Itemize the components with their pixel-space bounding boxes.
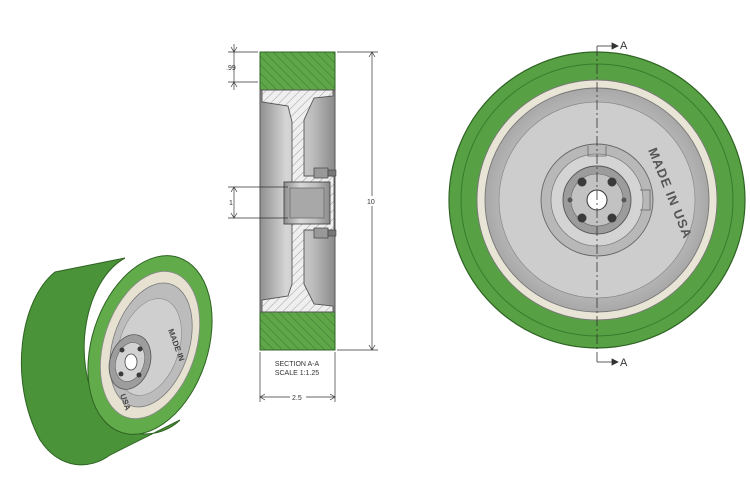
section-scale: SCALE 1:1.25	[275, 370, 319, 377]
dim-bore	[228, 186, 288, 219]
section-tread-top	[259, 51, 336, 91]
front-view: MADE IN USA A A	[448, 40, 746, 369]
section-label-top: A	[620, 40, 628, 52]
bolt-icon	[577, 213, 587, 223]
dim-overall-diameter-label: 10	[367, 199, 375, 206]
section-view: .99 1 10 2.5 SE	[226, 44, 378, 402]
dim-bore-label: 1	[229, 200, 233, 207]
section-tread-bottom	[259, 311, 336, 351]
dim-width-label: 2.5	[292, 395, 302, 402]
dim-tread-thickness-label: .99	[226, 65, 236, 72]
iso-wheel-view: MADE IN USA	[20, 255, 213, 466]
section-label-bottom: A	[620, 357, 628, 369]
bolt-icon	[607, 177, 617, 187]
bolt-icon	[607, 213, 617, 223]
section-caption: SECTION A-A	[275, 361, 320, 368]
dim-tread-thickness	[228, 44, 258, 90]
bolt-icon	[577, 177, 587, 187]
